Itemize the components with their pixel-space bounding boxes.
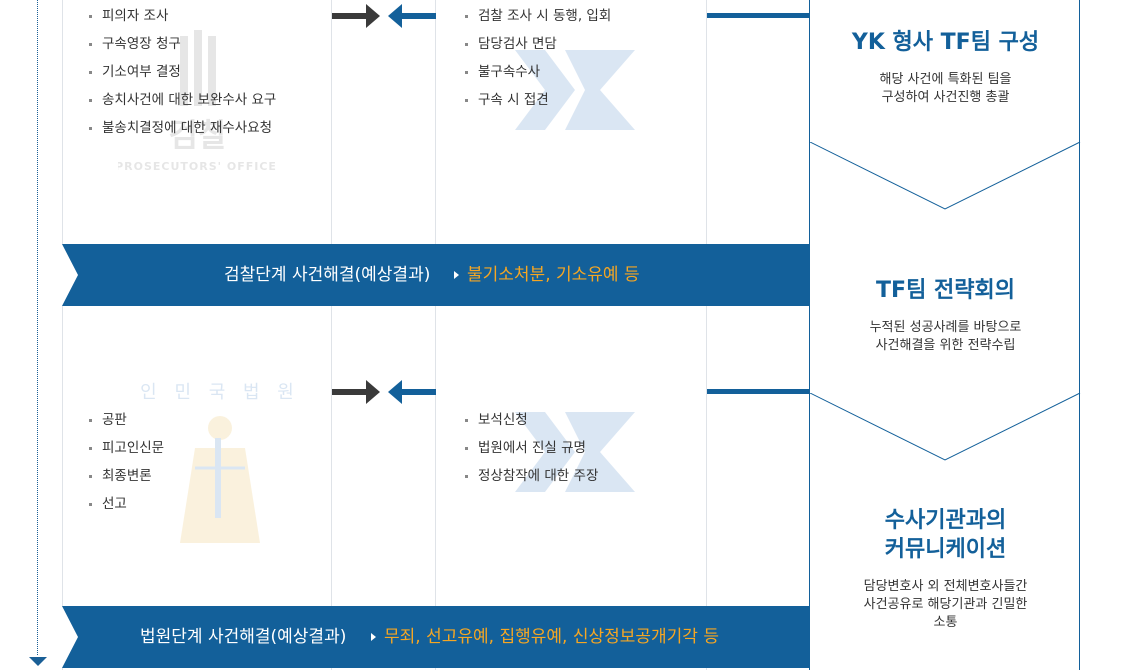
caret-right-icon <box>371 633 376 641</box>
court-watermark-icon: 인 민 국 법 원 <box>135 368 305 558</box>
lawyer-actions-list: 검찰 조사 시 동행, 입회 담당검사 면담 불구속수사 구속 시 접견 <box>464 2 611 114</box>
list-item: 피고인신문 <box>88 434 164 462</box>
list-item: 법원에서 진실 규명 <box>464 434 598 462</box>
list-item: 선고 <box>88 490 164 518</box>
watermark-kr-text: 검찰 <box>169 116 228 154</box>
banner-result: 무죄, 선고유예, 집행유예, 신상정보공개기각 등 <box>384 627 719 647</box>
list-item: 보석신청 <box>464 406 598 434</box>
banner-label: 검찰단계 사건해결(예상결과) <box>224 265 431 285</box>
watermark-en-text: PROSECUTORS' OFFICE <box>118 160 277 173</box>
step-title-line: 수사기관과의 <box>884 508 1007 533</box>
connector-line-2 <box>707 389 809 394</box>
banner-label: 법원단계 사건해결(예상결과) <box>140 627 347 647</box>
list-item: 피의자 조사 <box>88 2 276 30</box>
arrow-left-icon-2 <box>388 380 436 404</box>
prosecution-result-banner: 검찰단계 사건해결(예상결과) 불기소처분, 기소유예 등 <box>62 244 810 306</box>
court-actions-list: 공판 피고인신문 최종변론 선고 <box>88 406 164 518</box>
tf-process-panel: YK 형사 TF팀 구성 해당 사건에 특화된 팀을 구성하여 사건진행 총괄 … <box>809 0 1081 670</box>
list-item: 구속 시 접견 <box>464 86 611 114</box>
step-desc-line: 사건공유로 해당기관과 긴밀한 <box>863 597 1028 612</box>
yk-logo-watermark-icon-2 <box>505 402 645 502</box>
lawyer-court-actions-list: 보석신청 법원에서 진실 규명 정상참작에 대한 주장 <box>464 406 598 490</box>
list-item: 기소여부 결정 <box>88 58 276 86</box>
list-item: 최종변론 <box>88 462 164 490</box>
yk-logo-watermark-icon <box>505 40 645 140</box>
connector-line <box>707 13 809 18</box>
list-item: 불송치결정에 대한 재수사요청 <box>88 114 276 142</box>
list-item: 불구속수사 <box>464 58 611 86</box>
prosecutor-actions-list: 피의자 조사 구속영장 청구 기소여부 결정 송치사건에 대한 보완수사 요구 … <box>88 2 276 142</box>
list-item: 정상참작에 대한 주장 <box>464 462 598 490</box>
court-result-banner: 법원단계 사건해결(예상결과) 무죄, 선고유예, 집행유예, 신상정보공개기각… <box>62 606 810 668</box>
arrow-right-icon <box>332 4 380 28</box>
list-item: 공판 <box>88 406 164 434</box>
list-item: 담당검사 면담 <box>464 30 611 58</box>
list-item: 검찰 조사 시 동행, 입회 <box>464 2 611 30</box>
caret-right-icon <box>454 271 459 279</box>
step-desc-line: 담당변호사 외 전체변호사들간 <box>863 579 1028 594</box>
left-column-panel <box>62 0 332 670</box>
chevron-divider <box>810 142 1081 210</box>
step-title: YK 형사 TF팀 구성 <box>851 30 1040 55</box>
arrow-right-icon-2 <box>332 380 380 404</box>
timeline-arrow-down-icon <box>29 657 47 666</box>
step-desc-line: 구성하여 사건진행 총괄 <box>881 90 1010 105</box>
chevron-divider-2 <box>810 393 1081 461</box>
court-watermark-text: 인 민 국 법 원 <box>140 382 300 403</box>
prosecutors-office-watermark-icon: 검찰 PROSECUTORS' OFFICE <box>115 28 278 178</box>
timeline-line <box>37 0 38 655</box>
step-title: TF팀 전략회의 <box>876 278 1015 303</box>
step-desc-line: 사건해결을 위한 전략수립 <box>875 338 1016 353</box>
step-desc-line: 해당 사건에 특화된 팀을 <box>879 72 1012 87</box>
list-item: 구속영장 청구 <box>88 30 276 58</box>
step-desc-line: 누적된 성공사례를 바탕으로 <box>869 320 1022 335</box>
banner-result: 불기소처분, 기소유예 등 <box>467 265 640 285</box>
step-title-line: 커뮤니케이션 <box>884 537 1007 562</box>
arrow-left-icon <box>388 4 436 28</box>
list-item: 송치사건에 대한 보완수사 요구 <box>88 86 276 114</box>
step-desc-line: 소통 <box>933 615 958 630</box>
middle-column-panel <box>435 0 707 670</box>
